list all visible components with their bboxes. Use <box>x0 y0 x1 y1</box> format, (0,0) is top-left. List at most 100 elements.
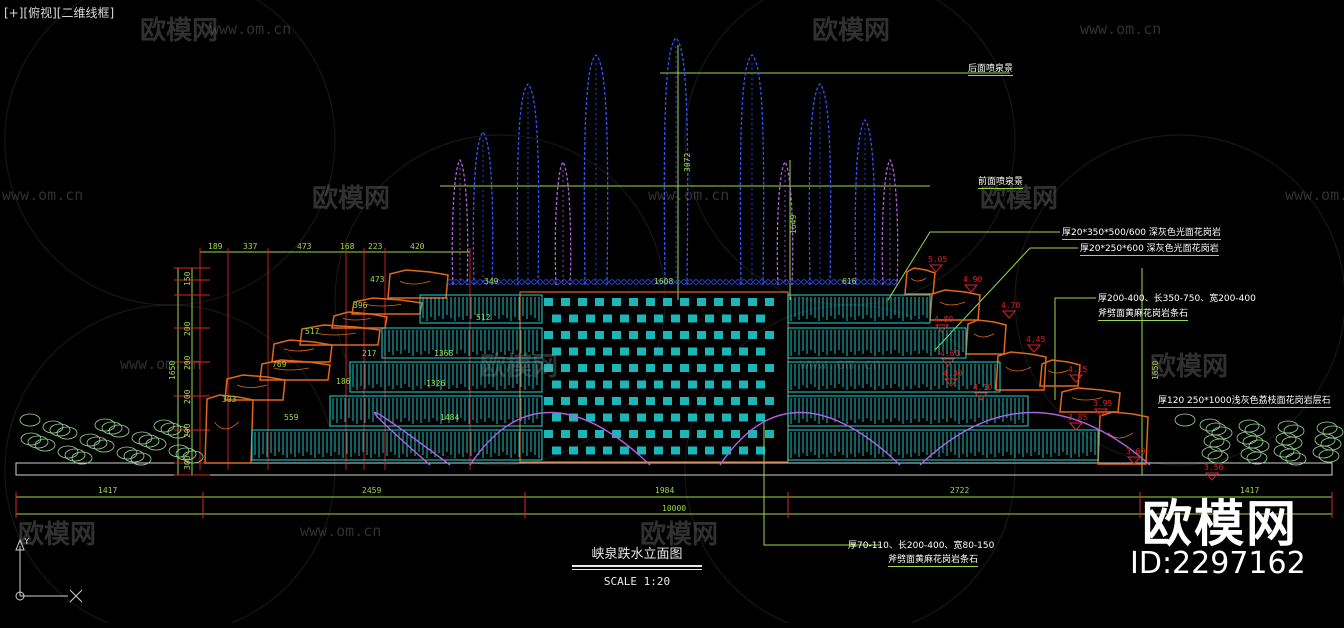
rock-texture <box>283 348 315 352</box>
wall-tile <box>731 430 740 438</box>
foam-bubble <box>771 279 777 285</box>
rock-stone <box>271 339 333 363</box>
wall-tile <box>765 331 774 339</box>
level-label: 4.30 <box>943 369 962 378</box>
watermark-url: www.om.cn <box>1285 186 1344 204</box>
foam-bubble <box>747 279 753 285</box>
wall-tile <box>603 347 612 356</box>
wall-tile <box>671 380 680 389</box>
drawing-title-block: 峡泉跌水立面图 SCALE 1:20 <box>572 543 702 588</box>
wall-tile <box>612 331 621 339</box>
wall-tile <box>603 314 612 323</box>
leader-line <box>934 247 1078 351</box>
annotation-note: 厚120 250*1000浅灰色荔枝面花岗岩层石 <box>1158 393 1331 408</box>
cascade-step-right <box>787 361 1001 393</box>
wall-tile <box>680 331 689 339</box>
level-marker <box>1001 310 1017 319</box>
rock-texture <box>399 280 431 285</box>
step-width-label: 217 <box>362 349 377 358</box>
wall-tile <box>688 380 697 389</box>
shrub-leaf <box>94 418 116 432</box>
arc-jet <box>374 411 451 466</box>
foam-bubble <box>519 279 525 285</box>
foam-bubble <box>615 279 621 285</box>
rock-texture <box>342 318 371 321</box>
wall-tile <box>756 413 765 422</box>
foam-bubble <box>855 279 861 285</box>
fountain-plume <box>583 54 609 286</box>
shrub-leaf <box>101 421 123 435</box>
annotation-note: 斧劈面黄麻花岗岩条石 <box>888 552 979 567</box>
wall-tile <box>620 347 629 356</box>
foam-bubble <box>543 279 549 285</box>
shrub-leaf <box>1236 431 1258 445</box>
drawing-title: 峡泉跌水立面图 <box>572 543 702 567</box>
wall-tile <box>748 298 757 306</box>
wall-tile <box>765 430 774 438</box>
fountain-plume <box>516 83 540 286</box>
wall-tile <box>569 314 578 323</box>
arc-jet <box>719 411 901 466</box>
foam-bubble <box>603 279 609 285</box>
level-label: 3.50 <box>1204 463 1223 472</box>
foam-bubble <box>639 279 645 285</box>
level-marker <box>1093 408 1109 417</box>
shrub-leaf <box>56 426 78 440</box>
wall-tile <box>552 347 561 356</box>
cascade-step-left <box>251 429 543 461</box>
wall-tile <box>714 430 723 438</box>
level-marker <box>1068 374 1084 383</box>
rock-stone <box>1097 411 1149 465</box>
watermark-url: www.om.cn <box>300 522 382 540</box>
wall-tile <box>663 397 672 405</box>
wall-tile <box>722 380 731 389</box>
annotation-note: 厚20*350*500/600 深灰色光面花岗岩 <box>1062 225 1221 240</box>
fountain-plume <box>854 119 876 286</box>
wall-tile <box>731 364 740 372</box>
level-label: 4.80 <box>934 315 953 324</box>
arc-jet <box>919 411 1151 466</box>
foam-bubble <box>729 279 735 285</box>
viewport-label[interactable]: [+][俯视][二维线框] <box>4 6 115 20</box>
level-label: 4.70 <box>1001 301 1020 310</box>
shrub-leaf <box>1174 413 1196 427</box>
wall-tile <box>629 331 638 339</box>
shrub-leaf <box>79 433 101 447</box>
shrub-leaf <box>153 419 175 433</box>
foam-bubble <box>777 279 783 285</box>
shrub-leaf <box>108 424 130 438</box>
wall-tile <box>756 446 765 455</box>
wall-tile <box>544 298 553 306</box>
annotation-note: 厚20*250*600 深灰色光面花岗岩 <box>1080 241 1219 256</box>
foam-bubble <box>669 279 675 285</box>
foam-bubble <box>711 279 717 285</box>
arc-jet <box>469 411 651 466</box>
wall-tile <box>739 380 748 389</box>
wall-tile <box>731 397 740 405</box>
wall-tile <box>756 380 765 389</box>
level-label: 4.45 <box>1026 335 1045 344</box>
wall-tile <box>671 314 680 323</box>
dim-label-bottom: 1984 <box>655 486 674 495</box>
foam-bubble <box>759 279 765 285</box>
wall-tile <box>569 380 578 389</box>
ucs-axis-icon[interactable]: Y <box>8 538 88 608</box>
shrub-leaf <box>116 446 138 460</box>
foam-bubble <box>753 279 759 285</box>
step-width-label: 616 <box>842 277 857 286</box>
wall-tile <box>739 314 748 323</box>
wall-tile <box>586 413 595 422</box>
wall-tile <box>561 364 570 372</box>
watermark-url: www.om.cn <box>120 355 202 373</box>
shrub-leaf <box>42 420 64 434</box>
wall-tile <box>612 298 621 306</box>
rock-stone <box>299 324 381 346</box>
rock-stone <box>204 394 254 464</box>
cascade-step-left <box>329 395 543 427</box>
shrub-leaf <box>20 432 42 446</box>
wall-tile <box>595 430 604 438</box>
watermark-logo: 欧模网 <box>980 184 1059 214</box>
shrub-leaf <box>64 448 86 462</box>
step-width-label: 517 <box>305 327 320 336</box>
